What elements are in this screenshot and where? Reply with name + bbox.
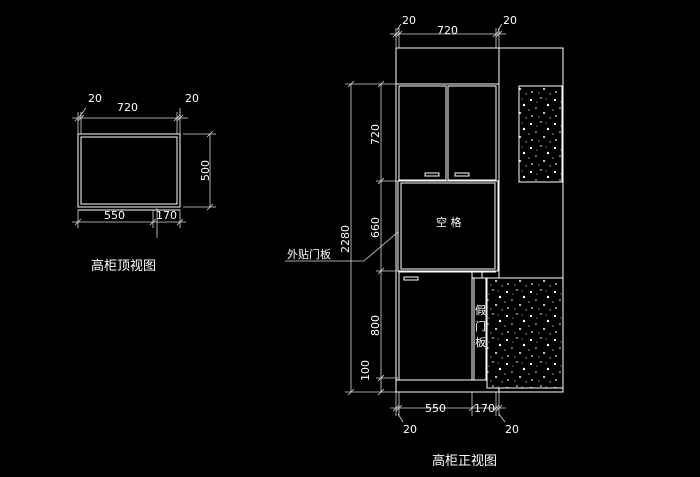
front-total-height-label: 2280 [339,225,352,253]
lower-door-handle [403,276,419,281]
fake-door-label-3: 板 [475,335,486,349]
top-bottom-left-label: 550 [104,209,125,222]
front-top-right-offset-label: 20 [503,14,517,27]
top-view-inner-outline [80,136,178,205]
top-view-caption: 高柜顶视图 [91,258,156,274]
outer-panel-label: 外贴门板 [287,247,331,261]
top-right-offset-label: 20 [185,92,199,105]
upper-door-right-handle [454,172,470,177]
fake-door-panel [473,277,487,381]
front-bottom-left-offset-label: 20 [403,423,417,436]
granite-upper [518,85,563,183]
fake-door-label-2: 门 [475,319,486,333]
upper-door-right [447,85,497,181]
granite-lower [486,277,564,389]
open-shelf [400,182,496,270]
open-shelf-label: 空 格 [436,215,462,229]
front-top-left-offset-label: 20 [402,14,416,27]
top-depth-label: 500 [199,160,212,181]
front-upper-height-label: 720 [369,124,382,145]
front-bottom-right-label: 170 [474,402,495,415]
front-view: 20 720 20 2280 720 660 800 100 外贴门板 空 格 … [285,14,564,469]
upper-door-left-handle [424,172,440,177]
top-width-label: 720 [117,101,138,114]
front-middle-height-label: 660 [369,217,382,238]
top-bottom-right-label: 170 [156,209,177,222]
fake-door-label-1: 假 [475,303,486,317]
front-top-width-label: 720 [437,24,458,37]
front-base-height-label: 100 [359,360,372,381]
lower-door [398,271,473,381]
front-bottom-left-label: 550 [425,402,446,415]
top-view-outline [77,133,181,208]
top-left-offset-label: 20 [88,92,102,105]
front-lower-height-label: 800 [369,315,382,336]
top-view: 20 720 20 500 550 170 高柜顶视图 [72,92,216,274]
upper-door-left [398,85,447,181]
front-bottom-right-offset-label: 20 [505,423,519,436]
front-view-caption: 高柜正视图 [432,453,497,469]
